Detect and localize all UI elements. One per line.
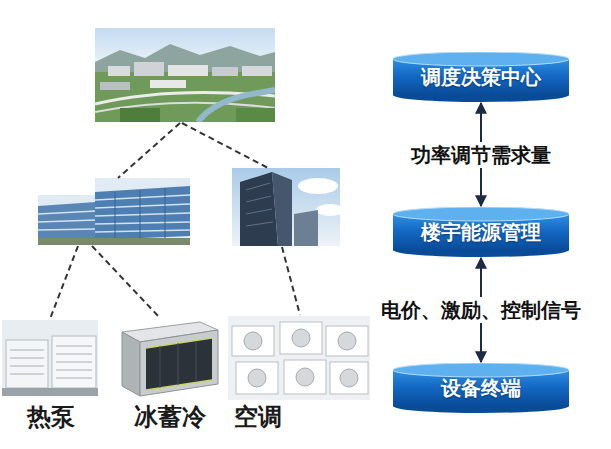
dashed-line	[118, 123, 180, 178]
band-label: 楼宇能源管理	[421, 219, 541, 246]
device-node: 冰蓄冷	[116, 310, 224, 432]
edge-label: 电价、激励、控制信号	[377, 297, 585, 323]
device-label: 空调	[234, 403, 372, 432]
dashed-line	[50, 246, 78, 319]
band-label: 设备终端	[441, 375, 521, 402]
edge-label: 功率调节需求量	[407, 142, 555, 168]
device-node: 热泵	[2, 318, 100, 432]
ice-storage-photo	[122, 322, 218, 396]
band-label: 调度决策中心	[421, 64, 541, 91]
device-label: 热泵	[2, 403, 100, 432]
city-photo	[95, 28, 275, 122]
band-top	[393, 207, 569, 221]
band-top	[393, 52, 569, 66]
device-node: 空调	[226, 314, 372, 432]
dashed-line	[182, 123, 268, 168]
air-conditioner-photo	[228, 316, 370, 400]
layer-band: 调度决策中心	[393, 52, 569, 102]
device-label: 冰蓄冷	[116, 403, 224, 432]
dashed-line	[92, 246, 160, 318]
building-photo	[95, 178, 190, 245]
tower-photo	[232, 168, 340, 246]
dashed-line	[282, 247, 300, 315]
tree-line	[50, 123, 300, 319]
layer-band: 设备终端	[393, 363, 569, 413]
building-photo	[38, 195, 96, 245]
band-top	[393, 363, 569, 377]
heat-pump-photo	[2, 320, 98, 396]
layer-band: 楼宇能源管理	[393, 207, 569, 257]
